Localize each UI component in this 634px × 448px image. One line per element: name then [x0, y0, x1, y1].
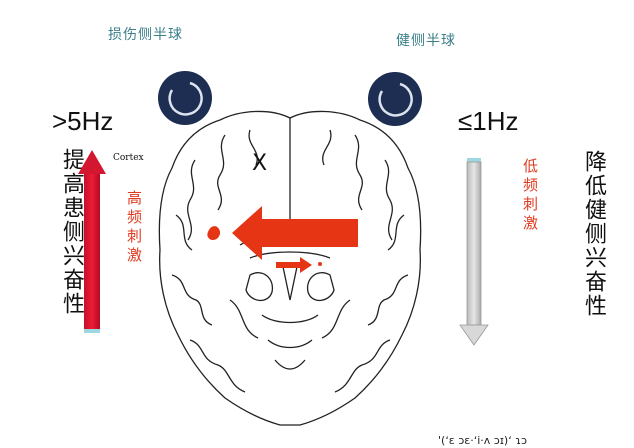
lesion-hemisphere-label: 损伤侧半球 [108, 27, 183, 43]
inhibition-arrow [232, 206, 358, 260]
x-marker: X [252, 151, 267, 176]
right-coil-icon [368, 72, 422, 126]
decrease-arrow-icon [459, 158, 489, 346]
low-frequency-label: ≤1Hz [458, 106, 519, 136]
increase-lesion-excitability-text: 提高患侧兴奋性 [59, 148, 84, 316]
increase-arrow-icon [78, 150, 106, 333]
high-frequency-label: >5Hz [52, 106, 114, 136]
small-arrow [276, 257, 312, 273]
lesion-dot [318, 262, 322, 266]
brain-coronal-section [158, 110, 422, 426]
footer-text-fragment: '(ʻɛ ɔɛ·ʻi·ʌ ɔɪ)ʻ ɿɔ [438, 434, 528, 447]
high-frequency-stimulation-text: 高频刺激 [125, 190, 143, 266]
left-coil-icon [158, 71, 212, 125]
lesion-spot [207, 226, 221, 240]
healthy-hemisphere-label: 健侧半球 [396, 33, 456, 49]
cortex-label: Cortex [113, 153, 144, 163]
decrease-healthy-excitability-text: 降低健侧兴奋性 [581, 150, 606, 318]
low-frequency-stimulation-text: 低频刺激 [521, 158, 539, 234]
